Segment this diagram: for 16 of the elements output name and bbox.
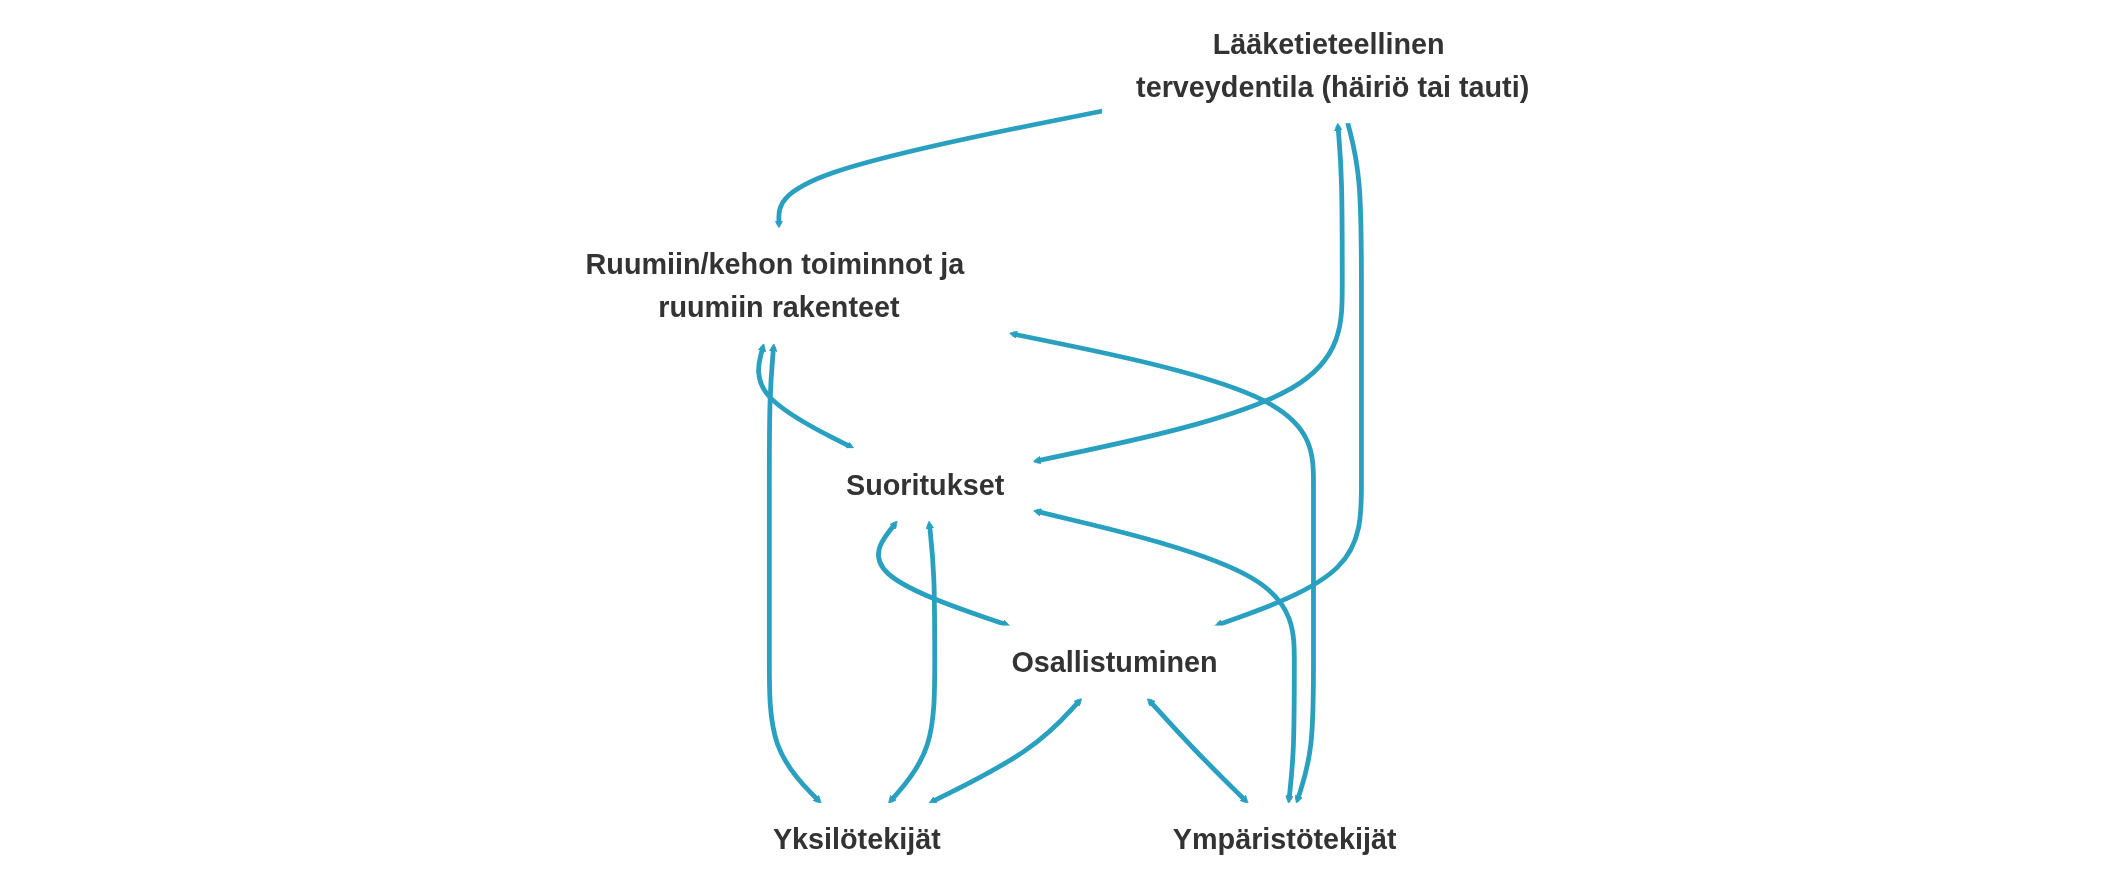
arrow [766, 343, 822, 804]
arrow [928, 697, 1082, 804]
node-text: Yksilötekijät [772, 823, 941, 856]
arrow [755, 343, 855, 450]
node-text: Ympäristötekijät [1172, 823, 1397, 856]
arrow [875, 520, 1011, 628]
arrow [774, 108, 1103, 229]
node-text: Osallistuminen [1011, 646, 1218, 678]
arrow [1008, 330, 1316, 804]
node-text: Ruumiin/kehon toiminnot ja ruumiin rakenteet [585, 248, 964, 324]
arrow [887, 520, 937, 804]
arrow [1032, 122, 1345, 465]
node-text: Suoritukset [845, 468, 1004, 501]
node-text: Lääketieteellinen terveydentila (häiriö tai tauti) [1135, 27, 1529, 103]
arrow [1032, 508, 1297, 804]
arrow [1146, 697, 1249, 804]
